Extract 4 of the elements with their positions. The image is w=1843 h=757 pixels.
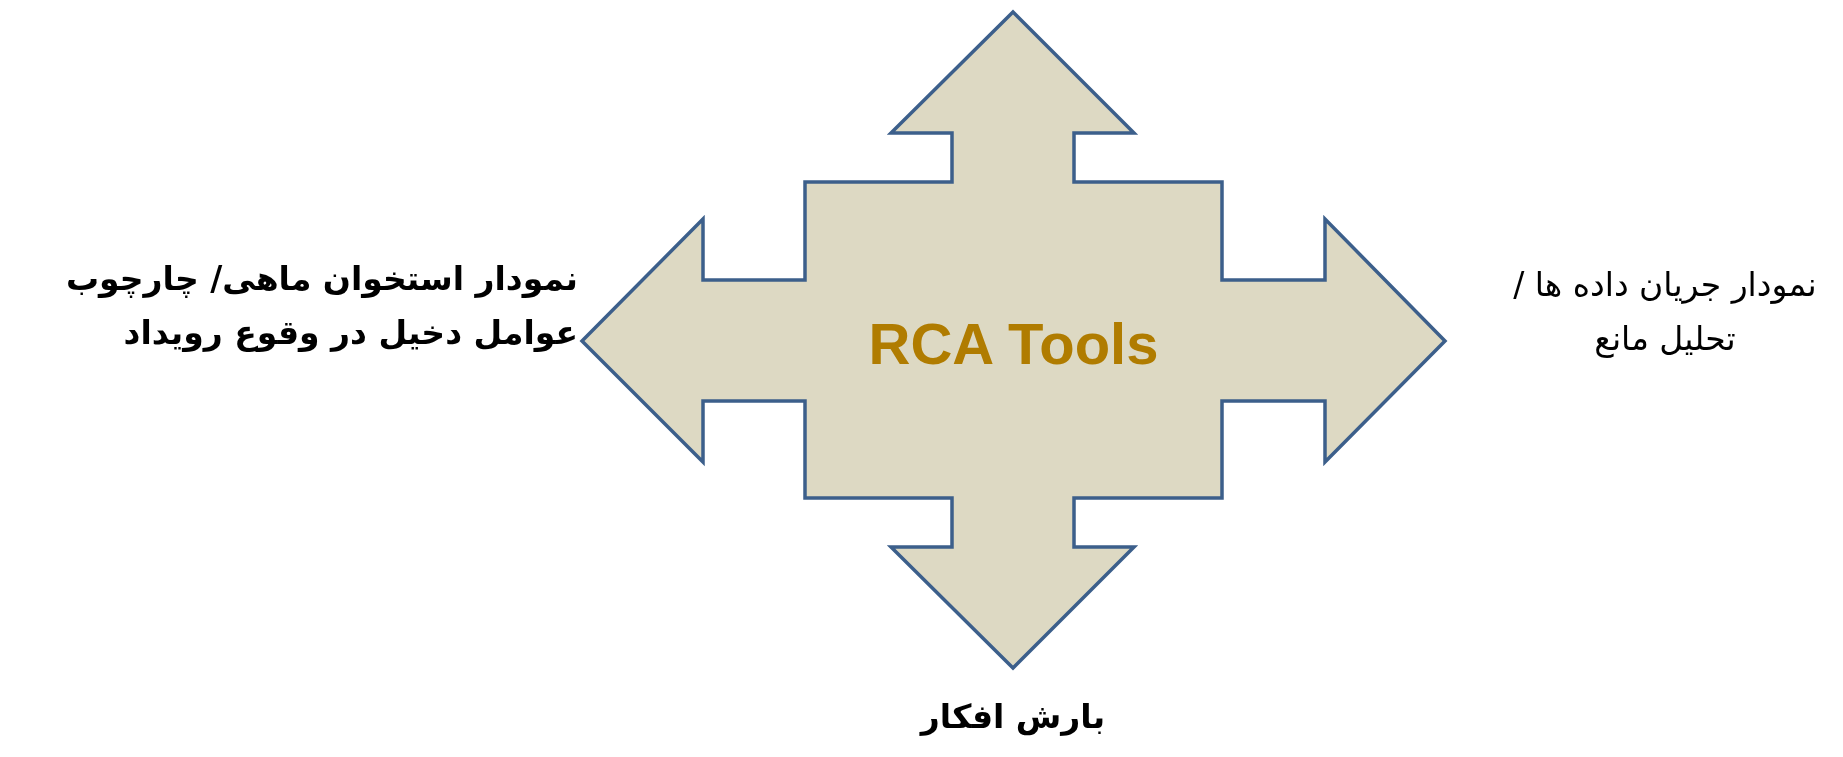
center-title: RCA Tools <box>867 310 1160 377</box>
tool-label: نمودار استخوان ماهی/ چارچوب عوامل دخیل در وقوع رویداد <box>64 258 578 355</box>
tool-label: نمودار جریان داده ها / تحلیل مانع <box>1512 264 1818 361</box>
tool-label: بارش افکار <box>918 696 1107 738</box>
